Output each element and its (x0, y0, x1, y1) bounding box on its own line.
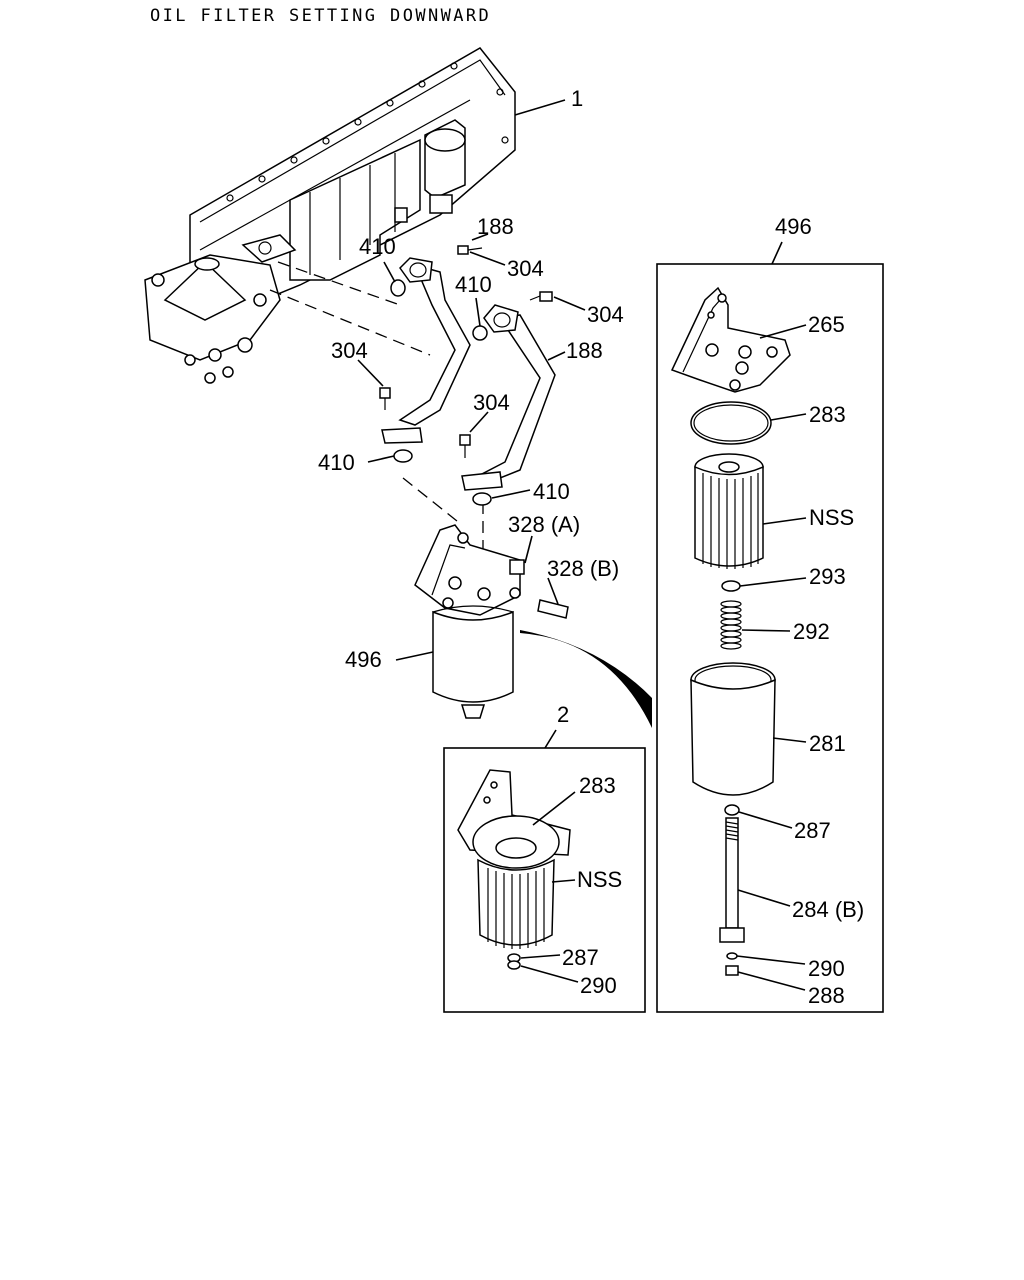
label-410-a: 410 (359, 234, 396, 259)
bolt-304-mid (459, 434, 471, 458)
label-328b: 328 (B) (547, 556, 619, 581)
label-2: 2 (557, 702, 569, 727)
box2-label-287: 287 (562, 945, 599, 970)
box496-label-287: 287 (794, 818, 831, 843)
o-ring-410c (393, 449, 413, 463)
label-304-top: 304 (507, 256, 544, 281)
label-188-top: 188 (477, 214, 514, 239)
box496-label-284b: 284 (B) (792, 897, 864, 922)
oil-cooler-assembly: 1 (144, 47, 583, 384)
o-ring-410d (472, 492, 492, 506)
label-1: 1 (571, 86, 583, 111)
detail-box-496: 496 265 283 NSS (656, 214, 884, 1013)
o-ring-283 (690, 401, 772, 445)
box496-label-292: 292 (793, 619, 830, 644)
label-410-d: 410 (533, 479, 570, 504)
label-304-right: 304 (587, 302, 624, 327)
bolt-328b (537, 599, 569, 619)
oil-pipe-left (398, 257, 471, 426)
label-304-mid: 304 (473, 390, 510, 415)
detail-arrow (520, 630, 652, 728)
bolt-328a (509, 559, 525, 575)
box2-label-283: 283 (579, 773, 616, 798)
label-496-main: 496 (345, 647, 382, 672)
bolt-304-left (379, 387, 391, 410)
oil-filter-assembly: 328 (A) 328 (B) 496 (345, 512, 619, 719)
diagram-title: OIL FILTER SETTING DOWNWARD (150, 6, 491, 26)
bolt-304-right (529, 291, 553, 302)
label-188-right: 188 (566, 338, 603, 363)
box496-label-title: 496 (775, 214, 812, 239)
box496-label-nss: NSS (809, 505, 854, 530)
cover-bolts (226, 62, 509, 202)
label-304-left: 304 (331, 338, 368, 363)
box496-label-288: 288 (808, 983, 845, 1008)
box496-label-293: 293 (809, 564, 846, 589)
label-410-b: 410 (455, 272, 492, 297)
box496-label-283: 283 (809, 402, 846, 427)
box496-label-265: 265 (808, 312, 845, 337)
bolt-304-top (457, 245, 483, 255)
spring-292 (720, 600, 742, 650)
box496-label-281: 281 (809, 731, 846, 756)
box2-label-nss: NSS (577, 867, 622, 892)
box496-label-290: 290 (808, 956, 845, 981)
label-410-c: 410 (318, 450, 355, 475)
detail-box-2: 2 283 NSS 287 290 (443, 702, 646, 1013)
label-328a: 328 (A) (508, 512, 580, 537)
o-ring-410b (472, 325, 488, 341)
box2-label-290: 290 (580, 973, 617, 998)
o-ring-410a (390, 279, 406, 297)
